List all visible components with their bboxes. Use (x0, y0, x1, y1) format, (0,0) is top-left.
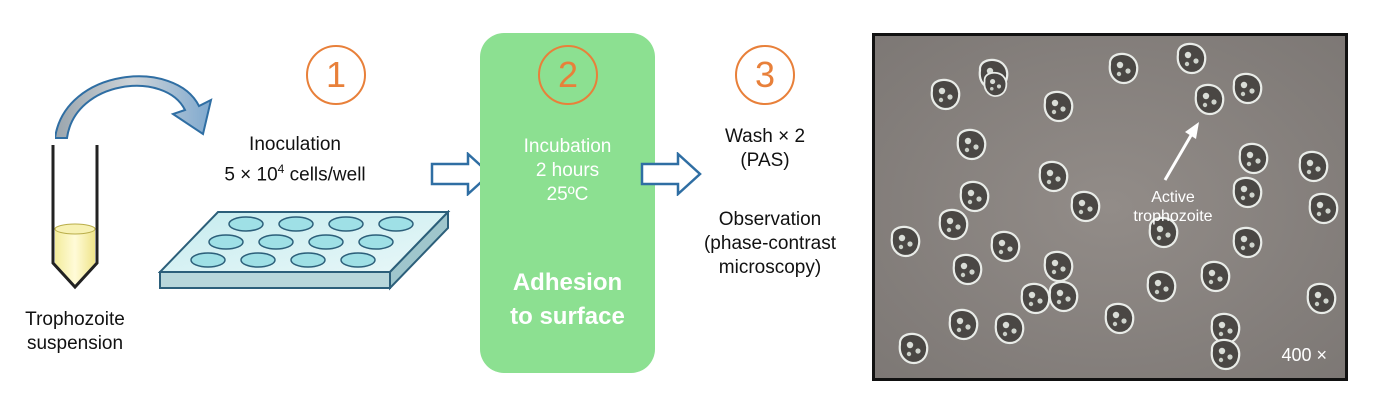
magnification-label: 400 × (1281, 345, 1327, 365)
step-2-result-1: Adhesion (512, 269, 623, 296)
step-3-obs-1: Observation (718, 209, 822, 230)
step-1-badge: 1 (306, 45, 366, 105)
step-3-obs-3: microscopy) (718, 257, 822, 278)
test-tube-icon (51, 145, 99, 290)
tube-label: Trophozoite (25, 309, 125, 330)
arrow-right-icon-2 (640, 152, 702, 196)
step-2-result-2: to surface (510, 303, 625, 330)
step-2-line-3: 25ºC (546, 184, 589, 205)
tube-label-2: suspension (26, 333, 124, 354)
annotation-line-2: trophozoite (1133, 208, 1213, 225)
annotation-line-1: Active (1151, 189, 1195, 206)
step-3-badge: 3 (735, 45, 795, 105)
well-plate-icon (158, 210, 451, 291)
step-3-obs-2: (phase-contrast (703, 233, 836, 254)
step-1-title: Inoculation (249, 134, 341, 155)
step-1-detail: 5 × 104 cells/well (224, 162, 366, 186)
step-2-line-1: Incubation (523, 136, 612, 157)
step-2-line-2: 2 hours (535, 160, 600, 181)
step-2-badge: 2 (538, 45, 598, 105)
step-3-line-2: (PAS) (740, 150, 790, 171)
microscopy-image: Active trophozoite 400 × (872, 33, 1348, 381)
step-3-line-1: Wash × 2 (724, 126, 806, 147)
trophozoite-cells (875, 36, 1345, 378)
arrow-right-icon (430, 152, 492, 196)
curved-transfer-arrow (55, 75, 213, 139)
